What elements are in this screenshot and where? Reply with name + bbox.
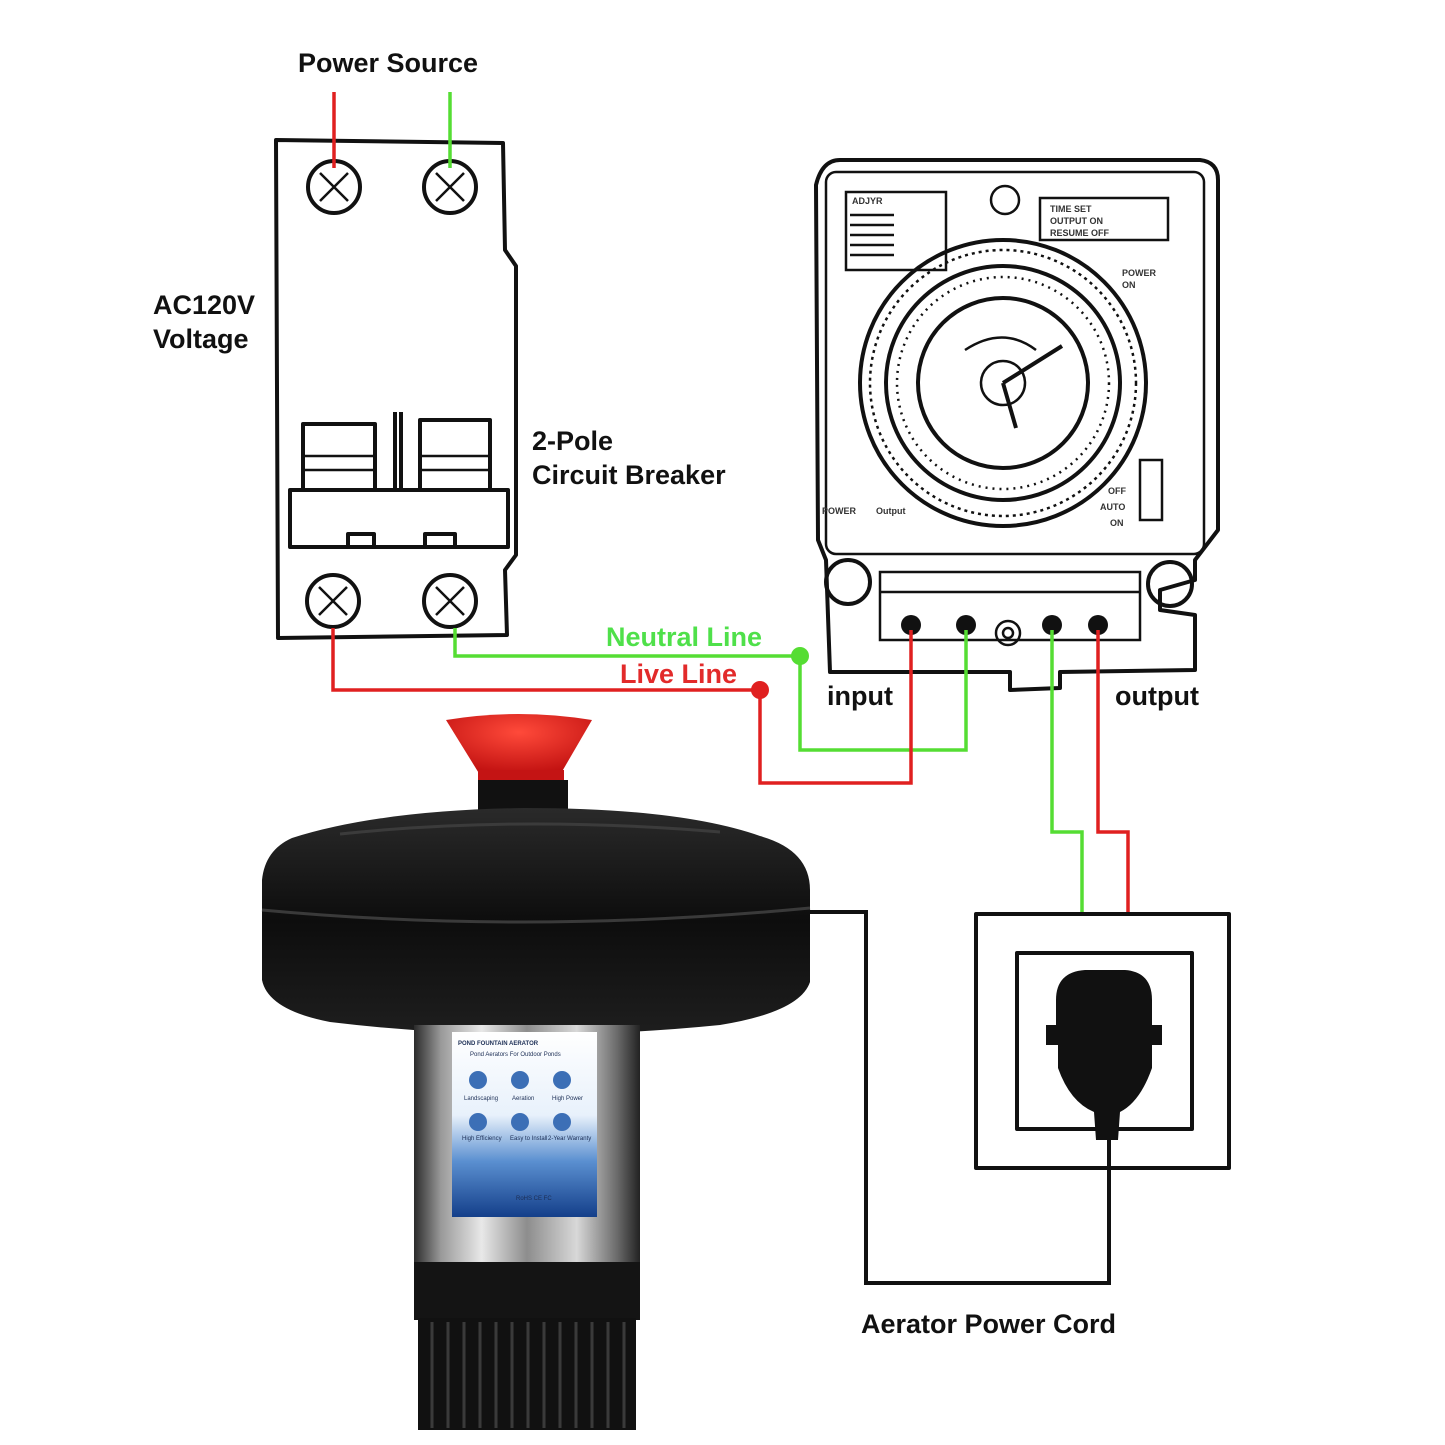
output-neutral-wire: [1050, 630, 1084, 915]
breaker-label-line1: 2-Pole: [532, 426, 613, 456]
breaker-top-terminal-right: [422, 159, 478, 215]
breaker-bottom-terminal-left: [305, 573, 361, 629]
svg-text:Pond Aerators For Outdoor Pond: Pond Aerators For Outdoor Ponds: [470, 1052, 561, 1058]
svg-text:RoHS CE FC: RoHS CE FC: [516, 1196, 552, 1202]
svg-text:OFF: OFF: [1108, 486, 1126, 496]
timer-mount-right: [1146, 560, 1194, 608]
svg-text:ADJYR: ADJYR: [852, 196, 883, 206]
svg-text:Landscaping: Landscaping: [464, 1096, 498, 1102]
breaker-toggle-switches: [288, 412, 510, 549]
svg-text:Easy to Install: Easy to Install: [510, 1136, 547, 1142]
svg-text:ON: ON: [1110, 518, 1124, 528]
svg-text:POWER: POWER: [822, 506, 857, 516]
plug-icon: [1046, 970, 1162, 1140]
svg-text:RESUME OFF: RESUME OFF: [1050, 228, 1110, 238]
timer-terminals: [901, 615, 1108, 647]
live-line-wire: [331, 628, 913, 785]
svg-text:High Efficiency: High Efficiency: [462, 1136, 502, 1142]
aerator-product-label: POND FOUNTAIN AERATOR Pond Aerators For …: [452, 1032, 597, 1217]
timer-time-set-text: TIME SET: [1050, 204, 1092, 214]
voltage-label-line1: AC120V: [153, 290, 255, 320]
svg-text:OUTPUT ON: OUTPUT ON: [1050, 216, 1103, 226]
svg-text:High Power: High Power: [552, 1096, 583, 1102]
power-source-label: Power Source: [298, 48, 478, 78]
aerator-power-cord: [810, 910, 1111, 1285]
timer-dial: [858, 238, 1148, 528]
svg-text:AUTO: AUTO: [1100, 502, 1125, 512]
aerator-red-nozzle: [446, 714, 592, 775]
svg-text:Aeration: Aeration: [512, 1096, 534, 1102]
neutral-line-label: Neutral Line: [606, 622, 762, 652]
timer-vent: ADJYR: [844, 190, 948, 272]
timer-screw-icon: [989, 184, 1021, 216]
output-live-wire: [1096, 630, 1130, 915]
timer-output-label: output: [1115, 681, 1199, 711]
neutral-line-wire: [453, 628, 968, 752]
svg-text:2-Year Warranty: 2-Year Warranty: [548, 1136, 591, 1142]
neutral-junction-dot: [791, 647, 809, 665]
svg-text:POWER: POWER: [1122, 268, 1157, 278]
timer-mode-switch: [1138, 458, 1164, 522]
circuit-breaker: [274, 138, 518, 640]
timer-mount-left: [824, 558, 872, 606]
wires: [331, 92, 1130, 915]
svg-text:Output: Output: [876, 506, 906, 516]
breaker-top-terminal-left: [306, 159, 362, 215]
breaker-bottom-terminal-right: [422, 573, 478, 629]
power-cord-label: Aerator Power Cord: [861, 1309, 1116, 1339]
aerator-base-ring: [414, 1262, 640, 1320]
svg-text:ON: ON: [1122, 280, 1136, 290]
live-junction-dot: [751, 681, 769, 699]
pond-aerator: POND FOUNTAIN AERATOR Pond Aerators For …: [261, 714, 811, 1430]
voltage-label-line2: Voltage: [153, 324, 249, 354]
mechanical-timer: ADJYR TIME SET OUTPUT ON RESUME OFF POWE…: [814, 158, 1220, 692]
svg-text:POND FOUNTAIN AERATOR: POND FOUNTAIN AERATOR: [458, 1041, 539, 1047]
timer-input-label: input: [827, 681, 893, 711]
breaker-label-line2: Circuit Breaker: [532, 460, 726, 490]
live-line-label: Live Line: [620, 659, 737, 689]
